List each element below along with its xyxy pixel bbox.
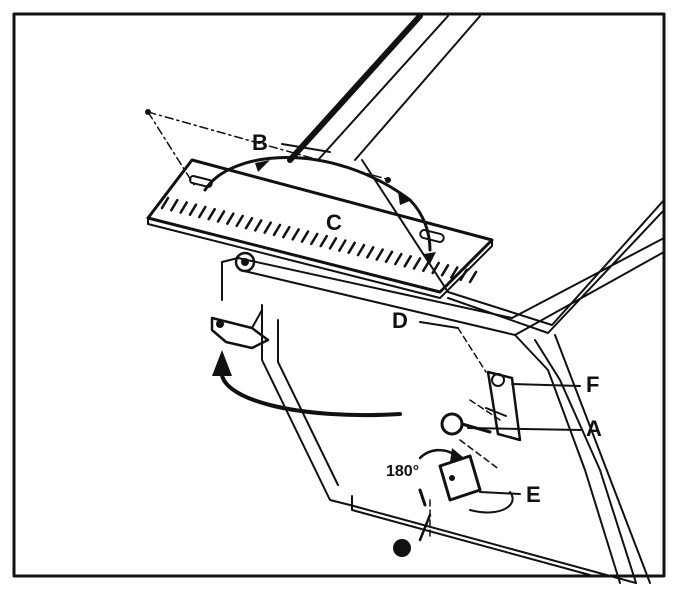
ruler-tick [188,203,198,216]
ruler-tick [198,205,207,219]
part-a-knob [440,412,464,436]
part-f-screw [491,373,505,387]
ruler-tick [254,219,263,232]
ruler-tick [412,257,422,270]
ruler-tick [300,230,310,243]
ruler-tick [291,228,300,241]
ruler-tick [366,246,375,259]
ruler-tick [226,212,235,225]
screw-shaft [418,513,432,542]
label-rotation: 180° [386,463,419,480]
template-plate [146,158,494,299]
ruler-tick [170,198,179,212]
label-f: F [586,372,599,397]
construction-lines [145,109,501,541]
ruler-tick [431,261,440,275]
ruler-tick [282,225,291,239]
ruler-tick [450,266,459,279]
ruler-tick [459,268,468,282]
arrow-b [203,156,436,264]
ruler-tick [338,239,347,252]
ruler-tick [422,259,431,273]
outer-frame [12,12,666,578]
ruler-tick [347,241,356,255]
ruler-tick [263,221,272,234]
screw-head [393,539,411,557]
ruler-tick [179,201,188,214]
pivot-point [145,109,151,115]
ruler-tick [319,234,328,248]
ruler-tick [394,252,403,266]
ruler-tick [207,207,216,221]
label-a: A [586,416,602,441]
ruler-tick [403,255,412,268]
reference-point [385,177,391,183]
rotation-arrow [418,448,457,460]
ruler-tick [375,248,384,261]
ruler-tick [160,196,170,210]
part-f-bracket [486,370,522,442]
ruler-tick [384,250,394,264]
part-e-block [438,454,482,502]
label-b: B [252,130,268,155]
label-d: D [392,308,408,333]
ruler-ticks [160,196,478,284]
leader-lines [281,143,583,495]
ruler-tick [272,223,282,237]
label-c: C [326,210,342,235]
ruler-tick [216,210,226,223]
small-screw [418,488,427,507]
ruler-tick [356,243,366,257]
ruler-tick [468,270,478,284]
label-e: E [526,482,541,507]
left-bracket [210,251,270,350]
rotation-return-arrow [469,491,514,514]
ruler-tick [440,264,450,277]
ruler-tick [328,237,338,250]
appliance-body [221,13,665,584]
relocation-arrow [212,350,402,418]
bracket-assembly [393,370,522,557]
ruler-tick [235,214,244,228]
ruler-tick [310,232,319,246]
ruler-tick [244,216,254,230]
